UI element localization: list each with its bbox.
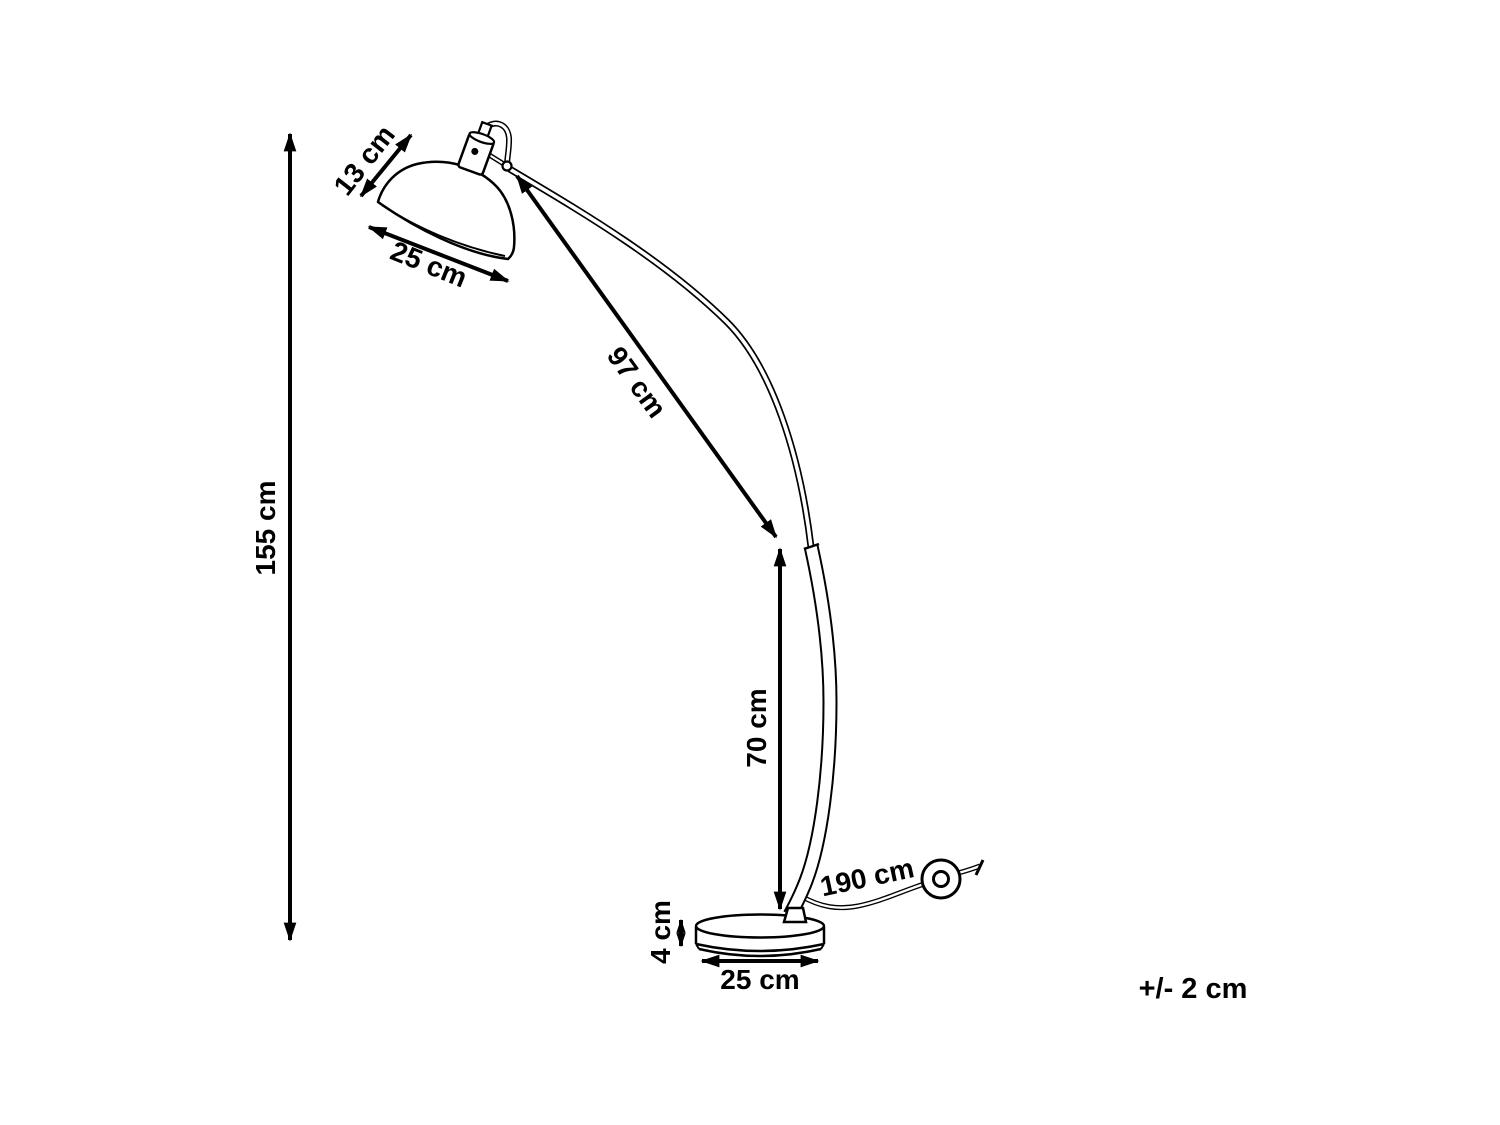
base-rim-sides [695,943,825,950]
dimension-label-cable-length: 190 cm [817,852,916,902]
cable-end-tick [974,859,985,876]
dimension-base-diameter: 25 cm [700,954,820,995]
dimension-arrow-shade-diameter [367,225,510,283]
mount-hook-inner [485,122,511,166]
lower-pole-inner [785,544,836,918]
shade-mount [457,120,496,176]
dimension-label-arm-length: 97 cm [601,341,673,423]
pole-joint-cap [803,542,820,551]
dimension-label-pole-height: 70 cm [741,688,772,767]
inline-switch-button [932,870,950,888]
lamp-illustration [376,120,985,958]
dimension-arm-length: 97 cm [515,174,778,539]
arm-junction-clamp [501,160,513,172]
base-bottom-edge [695,942,825,953]
dimension-label-base-height: 4 cm [645,900,676,964]
dimension-arrow-shade-depth [359,133,413,198]
mount-screw-dot [471,147,479,155]
pole-base-flange [782,906,808,924]
power-cable [799,858,985,911]
dimension-label-total-height: 155 cm [250,481,281,576]
mount-top-face [468,131,496,145]
dimension-arrow-arm-length [515,174,778,539]
dimension-total-height: 155 cm [250,132,297,942]
tolerance-note: +/- 2 cm [1139,973,1248,1005]
dimension-pole-height: 70 cm [741,547,787,911]
cable-run-inner [800,882,925,909]
dimension-label-base-diameter: 25 cm [720,964,799,995]
dimension-base-height: 4 cm [645,900,686,964]
